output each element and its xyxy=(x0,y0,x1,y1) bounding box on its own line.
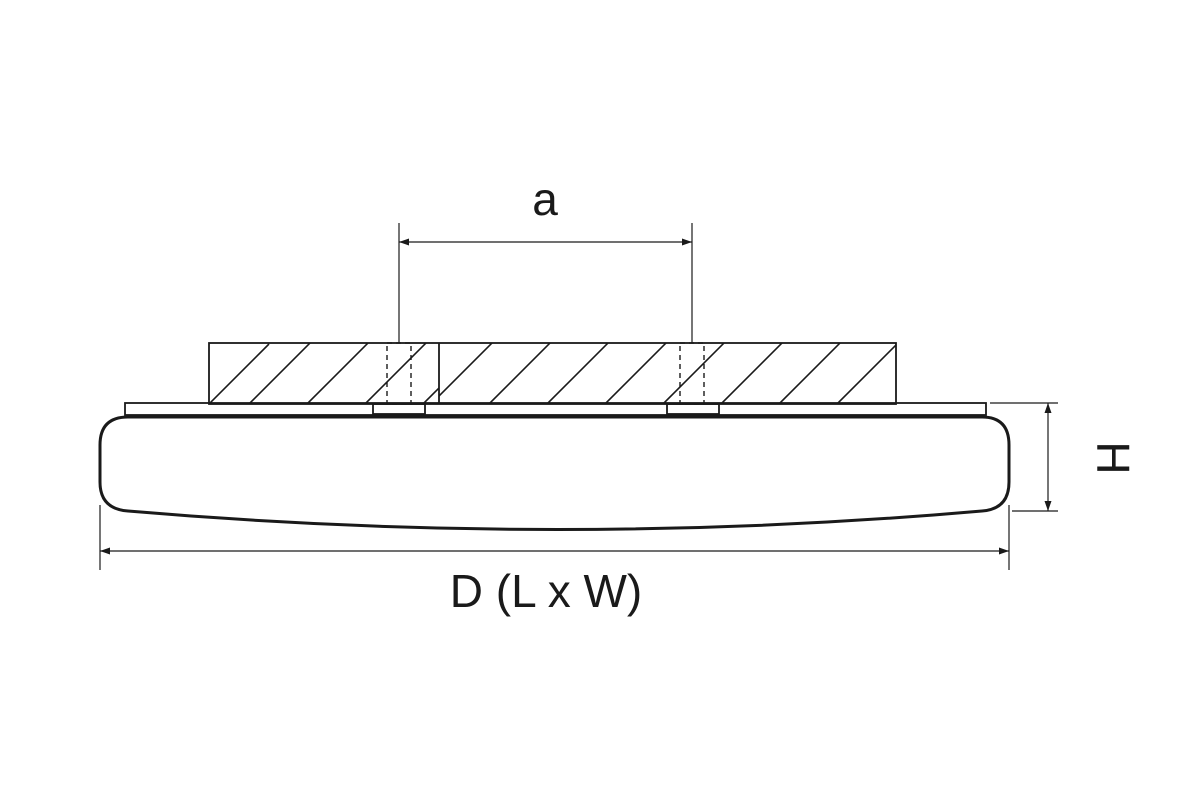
lamp-shade xyxy=(98,415,1011,531)
hatch-left xyxy=(209,343,439,404)
dimension-a: a xyxy=(398,173,693,343)
screw-head-left xyxy=(372,403,426,415)
screw-hole-right xyxy=(679,342,705,405)
mounting-plate xyxy=(124,402,987,416)
screw-hole-left xyxy=(386,342,412,405)
mounting-block xyxy=(208,342,897,405)
dimension-h-label: H xyxy=(1087,441,1139,474)
hatch-right xyxy=(439,343,896,404)
dimension-d-label: D (L x W) xyxy=(450,565,643,617)
dimension-d: D (L x W) xyxy=(99,505,1010,617)
dimension-h: H xyxy=(990,402,1139,512)
dimension-a-label: a xyxy=(532,173,558,225)
screw-head-right xyxy=(666,403,720,415)
